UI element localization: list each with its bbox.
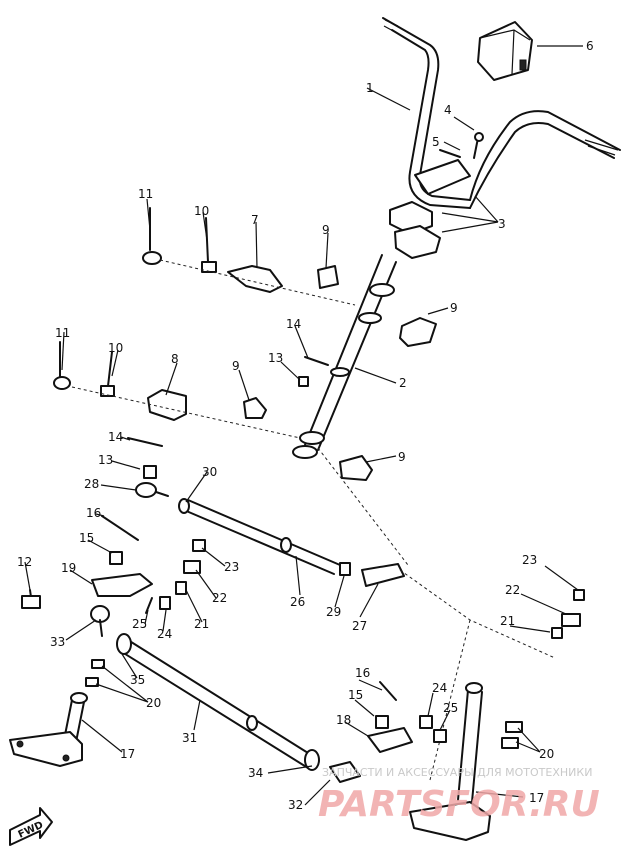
callout-14-upper: 14 bbox=[286, 317, 301, 331]
callout-9-lower: 9 bbox=[398, 450, 406, 464]
callout-33: 33 bbox=[50, 635, 65, 649]
throttle-grip-housing bbox=[477, 21, 533, 81]
watermark-tagline: ЗАПЧАСТИ И АКСЕССУАРЫ ДЛЯ МОТОТЕХНИКИ bbox=[322, 766, 592, 779]
upper-column-brackets bbox=[147, 265, 283, 421]
callout-5: 5 bbox=[432, 135, 440, 149]
callout-24-right: 24 bbox=[432, 681, 447, 695]
small-screws-upper bbox=[127, 356, 329, 479]
callout-15-left: 15 bbox=[79, 531, 94, 545]
callout-25-right: 25 bbox=[443, 701, 458, 715]
callout-13-lower: 13 bbox=[98, 453, 113, 467]
callout-19: 19 bbox=[61, 561, 76, 575]
callout-16-left: 16 bbox=[86, 506, 101, 520]
callout-3: 3 bbox=[498, 217, 506, 231]
callout-15-right: 15 bbox=[348, 688, 363, 702]
watermark-brand: PARTSFOR.RU bbox=[318, 784, 600, 825]
callout-10-upper: 10 bbox=[194, 204, 209, 218]
handlebar-clamps bbox=[389, 132, 484, 259]
forward-direction-indicator: FWD bbox=[9, 807, 53, 846]
callout-10-lower: 10 bbox=[108, 341, 123, 355]
callout-20-left: 20 bbox=[146, 696, 161, 710]
callout-21-right: 21 bbox=[500, 614, 515, 628]
callout-35: 35 bbox=[130, 673, 145, 687]
callout-30: 30 bbox=[202, 465, 217, 479]
callout-22-right: 22 bbox=[505, 583, 520, 597]
callout-17-right: 17 bbox=[529, 791, 544, 805]
callout-2: 2 bbox=[399, 376, 407, 390]
assembly-guide-lines-upper bbox=[71, 259, 409, 566]
tie-rod-upper bbox=[178, 498, 405, 587]
right-steering-assembly bbox=[367, 569, 585, 841]
pitman-arm-assembly bbox=[21, 515, 153, 637]
callout-28: 28 bbox=[84, 477, 99, 491]
watermark: ЗАПЧАСТИ И АКСЕССУАРЫ ДЛЯ МОТОТЕХНИКИ PA… bbox=[318, 766, 600, 825]
callout-31: 31 bbox=[182, 731, 197, 745]
leader-lines bbox=[24, 45, 583, 806]
callout-12: 12 bbox=[17, 555, 32, 569]
column-holder-brackets bbox=[243, 265, 437, 481]
callout-23-left: 23 bbox=[224, 560, 239, 574]
callout-11-upper: 11 bbox=[138, 187, 153, 201]
callout-18: 18 bbox=[336, 713, 351, 727]
callout-21-left: 21 bbox=[194, 617, 209, 631]
callout-9-right: 9 bbox=[450, 301, 458, 315]
callout-8: 8 bbox=[171, 352, 179, 366]
left-steering-knuckle bbox=[9, 659, 105, 767]
callout-23-right: 23 bbox=[522, 553, 537, 567]
steering-column bbox=[292, 254, 397, 459]
callout-4: 4 bbox=[444, 103, 452, 117]
callout-16-right: 16 bbox=[355, 666, 370, 680]
callout-24-left: 24 bbox=[157, 627, 172, 641]
callout-26: 26 bbox=[290, 595, 305, 609]
callout-14-lower: 14 bbox=[108, 430, 123, 444]
rod-end-assembly bbox=[135, 482, 206, 614]
callout-27: 27 bbox=[352, 619, 367, 633]
callout-13-upper: 13 bbox=[268, 351, 283, 365]
bolts-and-nuts-upper bbox=[53, 207, 217, 397]
callout-1: 1 bbox=[366, 81, 374, 95]
callout-numbers: 1 6 4 5 3 11 10 7 9 9 2 14 13 11 10 8 9 … bbox=[17, 39, 594, 812]
tie-rod-lower bbox=[116, 633, 361, 783]
callout-11-lower: 11 bbox=[55, 326, 70, 340]
callout-22-left: 22 bbox=[212, 591, 227, 605]
callout-29: 29 bbox=[326, 605, 341, 619]
callout-20-right: 20 bbox=[539, 747, 554, 761]
callout-6: 6 bbox=[586, 39, 594, 53]
callout-17-left: 17 bbox=[120, 747, 135, 761]
callout-7: 7 bbox=[251, 213, 259, 227]
callout-9-left: 9 bbox=[232, 359, 240, 373]
callout-34: 34 bbox=[248, 766, 263, 780]
callout-32: 32 bbox=[288, 798, 303, 812]
callout-9-top: 9 bbox=[322, 223, 330, 237]
callout-25-left: 25 bbox=[132, 617, 147, 631]
